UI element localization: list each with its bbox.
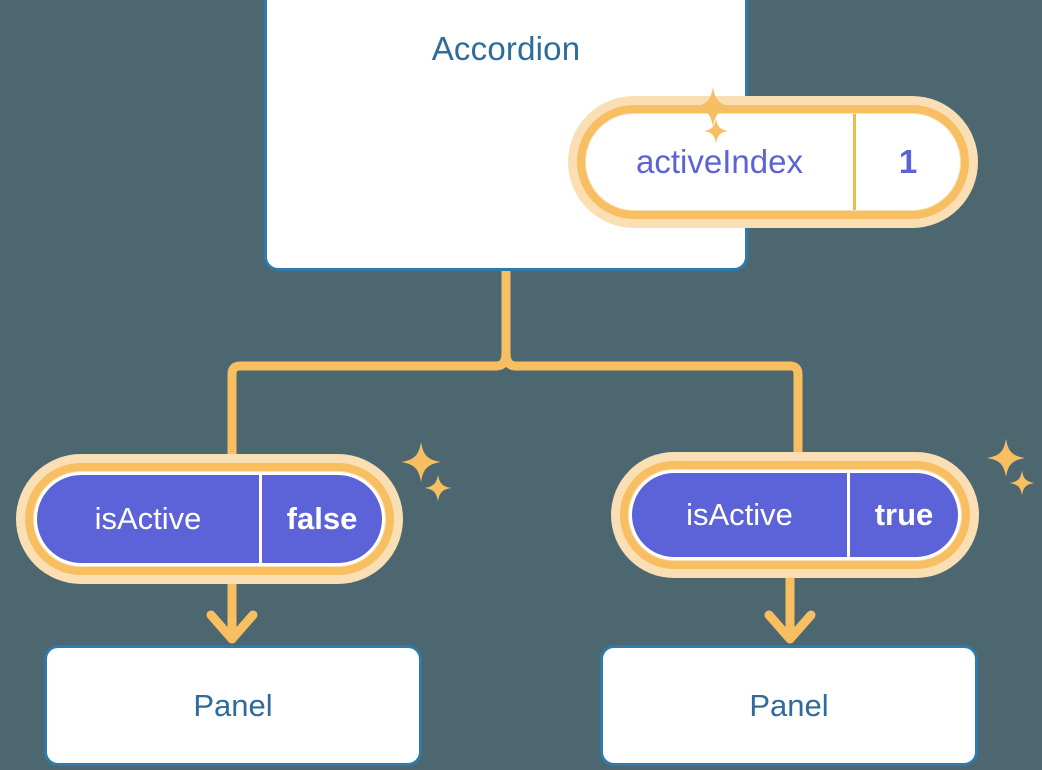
state-pill-activeindex[interactable]: activeIndex 1	[568, 96, 978, 228]
state-key-label: activeIndex	[636, 143, 803, 180]
prop-key-label: isActive	[94, 501, 202, 536]
pill-inner: isActive false	[34, 472, 385, 566]
arrow-down-icon-right	[764, 610, 816, 644]
sparkle-icon	[400, 441, 442, 483]
sparkle-icon	[986, 438, 1026, 478]
panel-component-card-right: Panel	[600, 645, 978, 766]
sparkle-small-icon	[424, 474, 452, 502]
pill-inner: isActive true	[629, 470, 961, 560]
panel-component-card-left: Panel	[44, 645, 422, 766]
pill-ring	[25, 463, 394, 575]
sparkle-icon	[692, 86, 734, 128]
panel-title: Panel	[749, 687, 829, 723]
wire-branch-left	[227, 347, 511, 469]
prop-pill-isactive-right[interactable]: isActive true	[611, 452, 979, 578]
panel-title: Panel	[193, 687, 273, 723]
page-title: Accordion	[431, 30, 581, 67]
prop-value-label: false	[259, 475, 382, 563]
prop-pill-isactive-left[interactable]: isActive false	[16, 454, 403, 584]
pill-ring	[577, 105, 969, 219]
accordion-component-card: Accordion activeIndex 1	[264, 0, 978, 271]
pill-ring	[620, 461, 970, 569]
sparkle-small-icon	[1009, 470, 1035, 496]
wire-branch-right	[501, 347, 803, 467]
state-value-label: 1	[853, 114, 960, 210]
pill-inner: activeIndex 1	[586, 114, 960, 210]
sparkle-small-icon	[703, 118, 729, 144]
arrow-down-icon-left	[206, 610, 258, 644]
prop-key-label: isActive	[686, 497, 793, 532]
prop-value-label: true	[847, 473, 958, 557]
